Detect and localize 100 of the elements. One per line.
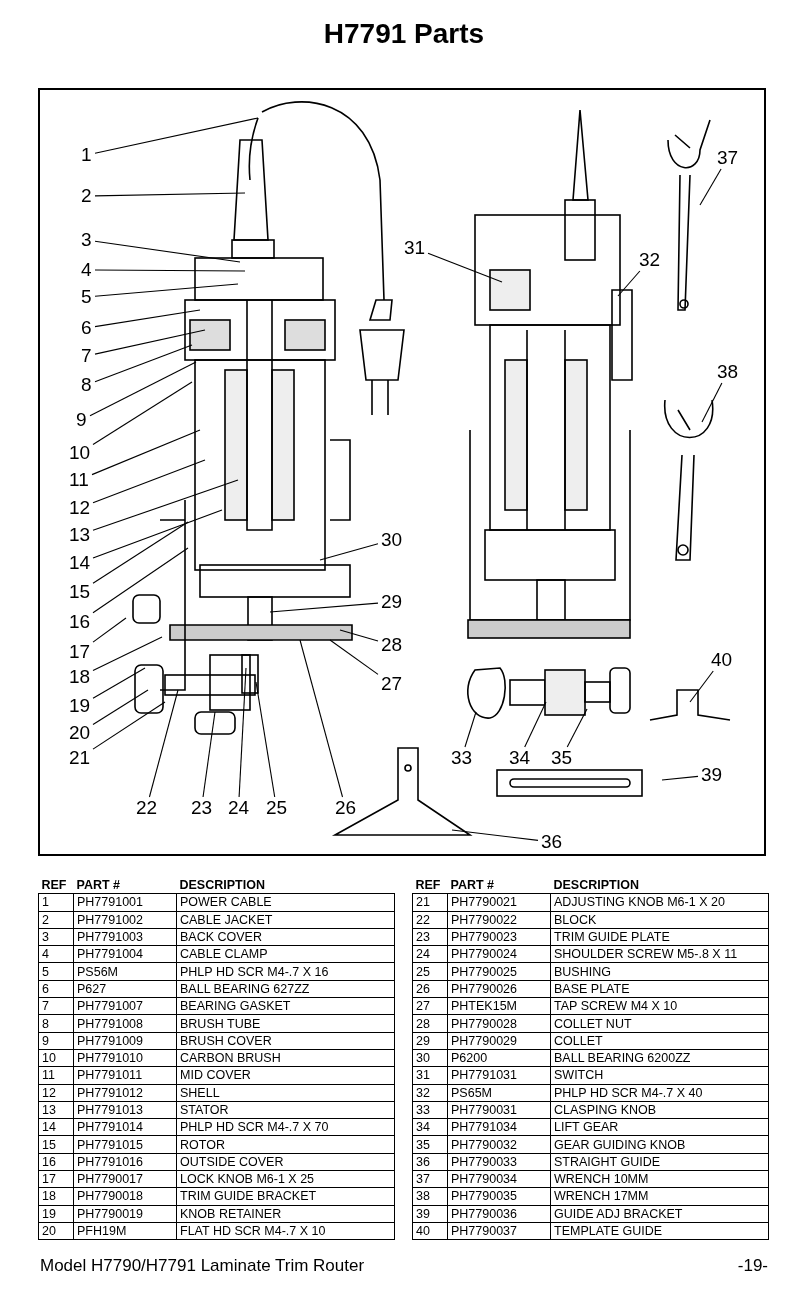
table-cell: 12 <box>38 1084 74 1102</box>
table-cell: PH7791034 <box>447 1118 551 1136</box>
table-cell: 33 <box>412 1101 448 1119</box>
table-cell: SWITCH <box>550 1066 769 1085</box>
callout-number: 17 <box>68 642 92 662</box>
table-cell: COLLET NUT <box>550 1014 769 1033</box>
table-cell: 25 <box>412 963 448 981</box>
table-cell: PH7790026 <box>447 980 551 998</box>
table-cell: PH7790019 <box>73 1205 177 1223</box>
callout-number: 8 <box>80 375 93 395</box>
table-cell: STATOR <box>176 1101 395 1119</box>
leader-line <box>94 309 201 328</box>
callout-number: 16 <box>68 612 92 632</box>
leader-line <box>91 429 201 476</box>
table-cell: 28 <box>412 1014 448 1033</box>
table-cell: MID COVER <box>176 1066 395 1085</box>
table-cell: PS56M <box>73 963 177 981</box>
table-cell: 11 <box>38 1066 74 1085</box>
table-cell: BRUSH TUBE <box>176 1014 395 1033</box>
table-cell: P627 <box>73 980 177 998</box>
callout-number: 18 <box>68 667 92 687</box>
table-cell: PH7790018 <box>73 1187 177 1206</box>
table-cell: 31 <box>412 1066 448 1085</box>
table-cell: TAP SCREW M4 X 10 <box>550 997 769 1015</box>
table-cell: 16 <box>38 1153 74 1171</box>
table-cell: PH7790036 <box>447 1205 551 1223</box>
table-cell: 27 <box>412 997 448 1015</box>
table-cell: PH7791007 <box>73 997 177 1015</box>
leader-line <box>92 617 127 643</box>
table-cell: BALL BEARING 627ZZ <box>176 980 395 998</box>
table-cell: CLASPING KNOB <box>550 1101 769 1119</box>
callout-number: 12 <box>68 498 92 518</box>
table-cell: PH7791004 <box>73 945 177 963</box>
table-cell: 8 <box>38 1014 74 1033</box>
table-cell: PH7790023 <box>447 928 551 946</box>
table-cell: PH7791011 <box>73 1066 177 1085</box>
callout-number: 28 <box>380 635 404 655</box>
table-cell: PH7790035 <box>447 1187 551 1206</box>
table-cell: 2 <box>38 911 74 929</box>
callout-number: 21 <box>68 748 92 768</box>
leader-line <box>566 708 588 748</box>
leader-line <box>94 269 246 272</box>
callout-number: 29 <box>380 592 404 612</box>
table-cell: ADJUSTING KNOB M6-1 X 20 <box>550 893 769 912</box>
table-cell: 21 <box>412 893 448 912</box>
column-header: DESCRIPTION <box>550 877 769 894</box>
table-cell: PH7790031 <box>447 1101 551 1119</box>
callout-number: 34 <box>508 748 532 768</box>
table-cell: COLLET <box>550 1032 769 1050</box>
table-cell: BASE PLATE <box>550 980 769 998</box>
callout-number: 11 <box>68 470 90 490</box>
table-cell: PHLP HD SCR M4-.7 X 16 <box>176 963 395 981</box>
table-cell: 40 <box>412 1222 448 1240</box>
table-cell: 20 <box>38 1222 74 1240</box>
table-cell: 30 <box>412 1049 448 1067</box>
table-cell: 18 <box>38 1187 74 1206</box>
page-number: -19- <box>737 1256 768 1276</box>
leader-line <box>299 639 344 798</box>
table-cell: FLAT HD SCR M4-.7 X 10 <box>176 1222 395 1240</box>
column-header: DESCRIPTION <box>176 877 395 894</box>
table-cell: 6 <box>38 980 74 998</box>
table-cell: 38 <box>412 1187 448 1206</box>
table-cell: BRUSH COVER <box>176 1032 395 1050</box>
table-cell: 37 <box>412 1170 448 1188</box>
table-cell: 22 <box>412 911 448 929</box>
leader-line <box>238 667 247 798</box>
table-cell: PH7790024 <box>447 945 551 963</box>
leader-line <box>464 711 477 748</box>
callout-number: 36 <box>540 832 564 852</box>
table-cell: PH7790017 <box>73 1170 177 1188</box>
callout-number: 35 <box>550 748 574 768</box>
leader-line <box>661 775 699 781</box>
table-cell: WRENCH 17MM <box>550 1187 769 1206</box>
callout-number: 32 <box>638 250 662 270</box>
page-title: H7791 Parts <box>322 18 486 50</box>
table-cell: PH7790029 <box>447 1032 551 1050</box>
table-cell: PH7791003 <box>73 928 177 946</box>
callout-number: 30 <box>380 530 404 550</box>
leader-line <box>329 639 379 675</box>
leader-line <box>524 701 547 748</box>
table-cell: PH7790034 <box>447 1170 551 1188</box>
callout-number: 5 <box>80 287 93 307</box>
table-cell: PH7791012 <box>73 1084 177 1102</box>
leader-line <box>92 689 149 726</box>
table-cell: 13 <box>38 1101 74 1119</box>
table-cell: BACK COVER <box>176 928 395 946</box>
table-cell: GUIDE ADJ BRACKET <box>550 1205 769 1223</box>
table-cell: CABLE CLAMP <box>176 945 395 963</box>
table-cell: BUSHING <box>550 963 769 981</box>
table-cell: 1 <box>38 893 74 912</box>
table-cell: BEARING GASKET <box>176 997 395 1015</box>
table-cell: OUTSIDE COVER <box>176 1153 395 1171</box>
leader-line <box>94 344 193 383</box>
column-header: REF <box>412 877 448 894</box>
table-cell: P6200 <box>447 1049 551 1067</box>
table-cell: LOCK KNOB M6-1 X 25 <box>176 1170 395 1188</box>
table-cell: SHELL <box>176 1084 395 1102</box>
callout-number: 10 <box>68 443 92 463</box>
table-cell: PH7791010 <box>73 1049 177 1067</box>
table-cell: 39 <box>412 1205 448 1223</box>
